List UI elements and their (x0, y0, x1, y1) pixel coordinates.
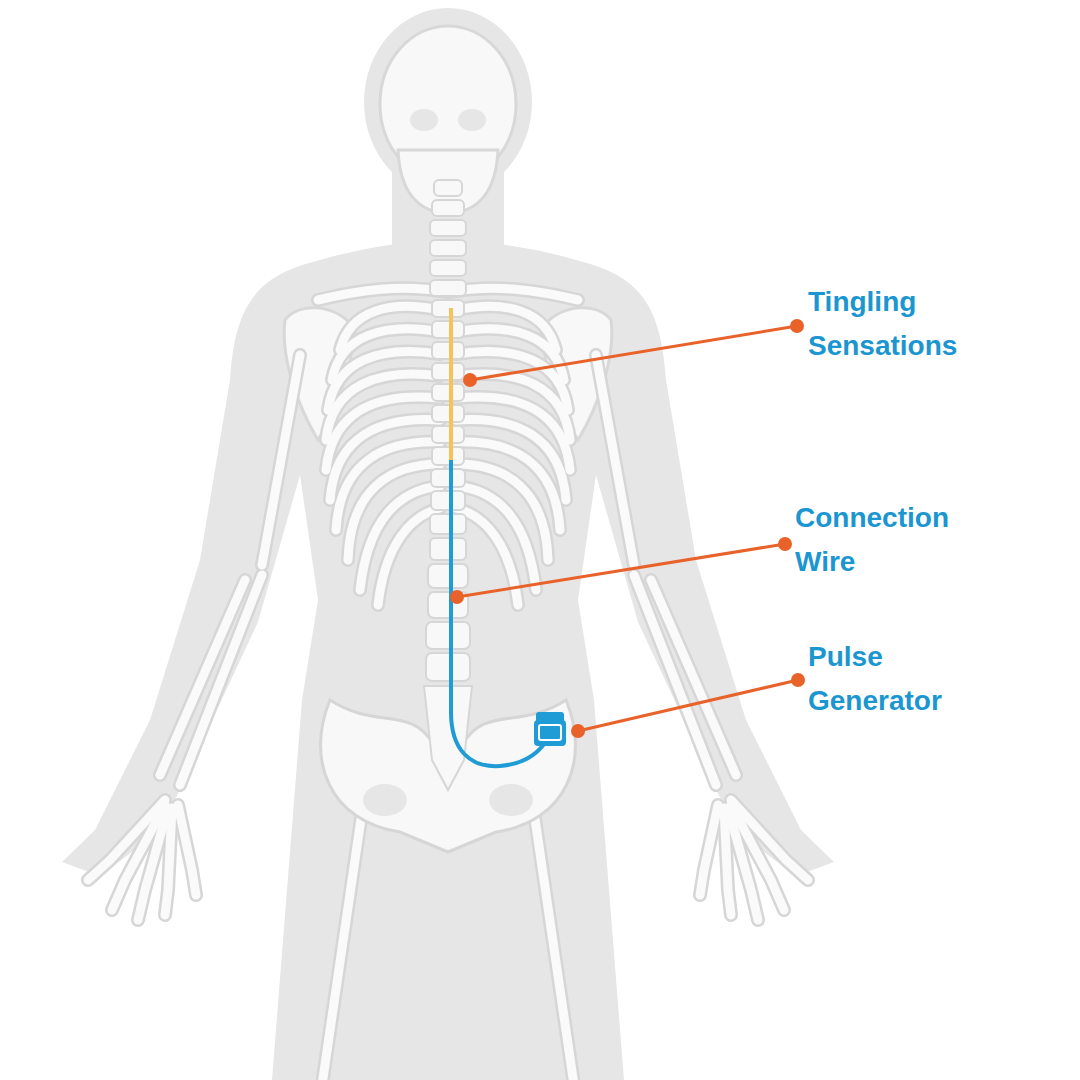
vertebra (432, 447, 464, 465)
pelvis-opening (489, 784, 533, 816)
bone (88, 288, 808, 1080)
leader-dot (571, 724, 585, 738)
leader-dot (778, 537, 792, 551)
leader-line (457, 544, 785, 597)
vertebra (431, 469, 465, 487)
skull (458, 109, 486, 131)
pulse-generator (534, 712, 566, 746)
vertebra (432, 200, 464, 216)
electrode-lead (449, 308, 453, 460)
vertebra (432, 426, 464, 443)
leader-line (470, 326, 797, 380)
body-silhouette (62, 8, 834, 1080)
vertebra (432, 300, 464, 317)
part-label: Pulse Generator (808, 635, 998, 723)
vertebra (434, 180, 462, 196)
leader-dot (791, 673, 805, 687)
vertebra (424, 180, 472, 790)
vertebra (426, 653, 470, 681)
pulse-generator (539, 725, 561, 740)
skull (380, 26, 516, 214)
vertebra (432, 363, 464, 380)
vertebra (430, 514, 466, 534)
leader-dot (790, 319, 804, 333)
part-label: Tingling Sensations (808, 280, 998, 368)
bone-outline (88, 288, 808, 1080)
part-label: Connection Wire (795, 496, 985, 584)
leader-line (578, 680, 798, 731)
vertebra (432, 321, 464, 338)
vertebra (430, 538, 466, 560)
vertebra (430, 260, 466, 276)
vertebra (424, 686, 472, 790)
pelvis-opening (363, 784, 407, 816)
leader-line (457, 326, 798, 731)
body-silhouette (62, 241, 834, 1080)
vertebra (430, 220, 466, 236)
vertebra (432, 405, 464, 422)
vertebra (431, 491, 465, 510)
vertebra (432, 384, 464, 401)
connection-wire (451, 460, 548, 766)
vertebra (428, 564, 468, 588)
vertebra (430, 240, 466, 256)
vertebra (430, 280, 466, 296)
pulse-generator (534, 720, 566, 746)
vertebra (432, 342, 464, 359)
leader-dot (463, 373, 477, 387)
leader-dot (450, 319, 805, 738)
skull (410, 109, 438, 131)
vertebra (426, 622, 470, 649)
leader-dot (450, 590, 464, 604)
